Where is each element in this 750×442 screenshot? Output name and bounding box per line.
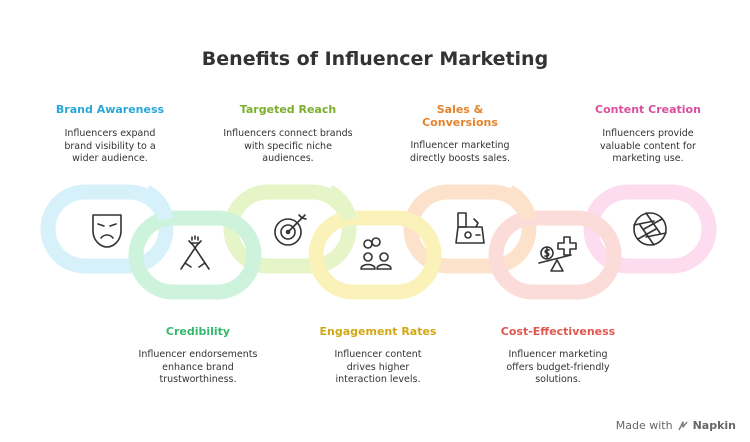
napkin-brand: Napkin: [692, 419, 736, 432]
desc-credibility: Influencer endorsements enhance brand tr…: [138, 349, 258, 385]
page-title: Benefits of Influencer Marketing: [201, 48, 549, 70]
aperture-icon: [633, 212, 667, 246]
chain-link-5: [488, 210, 622, 300]
label-brand-awareness: Brand Awareness: [55, 103, 165, 116]
desc-content-creation: Influencers provide valuable content for…: [600, 128, 696, 164]
made-with-text: Made with: [615, 419, 673, 432]
chain-interlock-2: [325, 185, 357, 221]
label-targeted-reach: Targeted Reach: [239, 103, 337, 116]
desc-brand-awareness: Influencers expand brand visibility to a…: [64, 128, 156, 164]
mask-icon: [92, 214, 122, 248]
balance-icon: [538, 236, 577, 272]
target-icon: [274, 214, 307, 246]
register-icon: [455, 212, 485, 244]
desc-engagement-rates: Influencer content drives higher interac…: [334, 349, 422, 385]
chain-interlock-0: [142, 185, 174, 221]
people-icon: [360, 237, 392, 270]
chain-interlock-4: [505, 185, 537, 221]
chain-link-4: [403, 184, 537, 274]
label-engagement-rates: Engagement Rates: [319, 325, 437, 338]
label-credibility: Credibility: [165, 325, 231, 338]
desc-targeted-reach: Influencers connect brands with specific…: [223, 128, 353, 164]
desc-cost-effectiveness: Influencer marketing offers budget-frien…: [506, 349, 610, 385]
label-sales-conversions: Sales & Conversions: [422, 103, 498, 129]
chain-link-6: [583, 184, 717, 274]
chain-link-2: [223, 184, 357, 274]
chain-link-1: [128, 210, 262, 300]
chain-link-3: [308, 210, 442, 300]
handshake-icon: [180, 235, 210, 270]
label-cost-effectiveness: Cost-Effectiveness: [500, 325, 616, 338]
napkin-watermark: Made with Napkin: [616, 419, 736, 432]
napkin-logo-icon: [677, 420, 688, 430]
label-content-creation: Content Creation: [595, 103, 701, 116]
desc-sales-conversions: Influencer marketing directly boosts sal…: [410, 140, 510, 164]
chain-link-0: [40, 184, 174, 274]
